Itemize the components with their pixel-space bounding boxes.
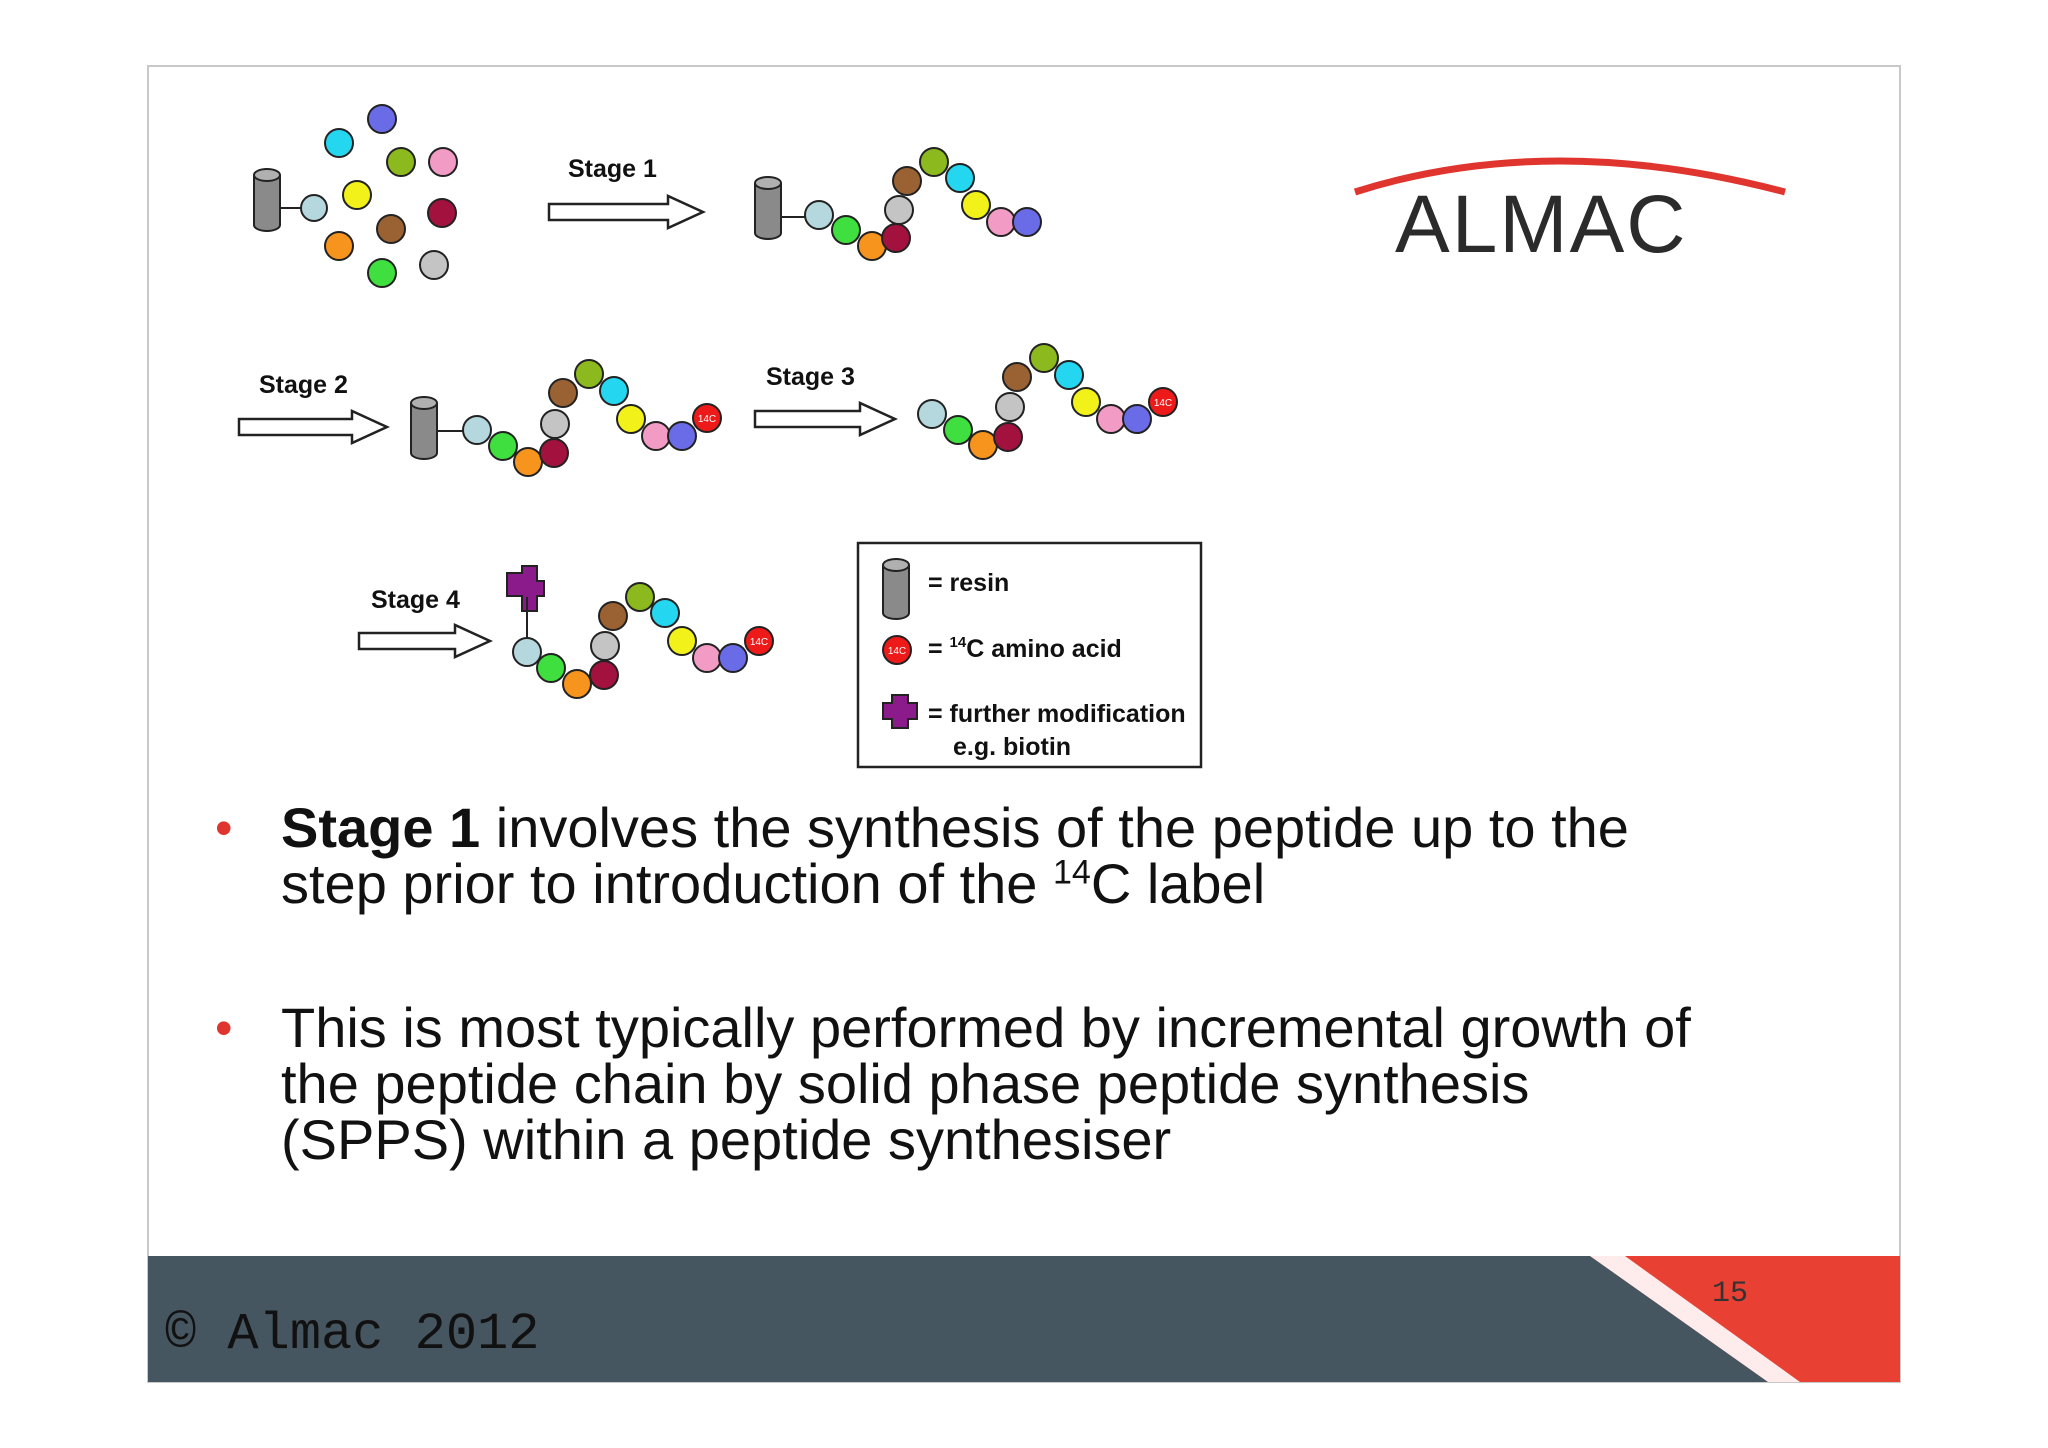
stage-2-arrow: Stage 2 [237,371,391,445]
bullet-2-line3: (SPPS) within a peptide synthesiser [281,1108,1172,1171]
stage-3-label: Stage 3 [766,363,855,391]
14c-label: 14C [888,646,906,657]
stage-1-arrow: Stage 1 [547,155,707,230]
14c-label: 14C [750,637,768,648]
stage-4-arrow: Stage 4 [357,586,494,659]
stage-1-chain [754,147,1042,261]
bullet-1-line1: Stage 1 involves the synthesis of the pe… [281,796,1629,859]
bullet-dot: • [215,800,233,856]
stage-1-label: Stage 1 [568,155,657,183]
stage-3-chain: 14C [917,343,1178,460]
legend-resin: = resin [928,569,1009,597]
stage-0-free-amino-acids [253,104,458,288]
stage-4-chain: 14C [506,565,774,699]
bullet-2-line1: This is most typically performed by incr… [281,996,1691,1059]
bullet-stage-1: • Stage 1 involves the synthesis of the … [215,800,1815,912]
footer-bar [148,1256,1900,1382]
copyright-text: © Almac 2012 [165,1305,540,1364]
legend: = resin 14C = 14C amino acid = further m… [856,541,1203,769]
legend-modification-line1: = further modification [928,700,1186,728]
legend-modification-line2: e.g. biotin [953,733,1071,761]
stage-2-label: Stage 2 [259,371,348,399]
stage-2-chain: 14C [410,359,722,477]
page-number: 15 [1712,1277,1749,1311]
bullet-dot: • [215,1000,233,1056]
stage-4-label: Stage 4 [371,586,460,614]
14c-label: 14C [1154,398,1172,409]
legend-amino-acid: = 14C amino acid [928,634,1122,663]
stage-3-arrow: Stage 3 [753,363,899,437]
bullet-1-line2: step prior to introduction of the 14C la… [281,852,1266,915]
bullet-list: • Stage 1 involves the synthesis of the … [215,800,1815,1256]
almac-logo: ALMAC [1353,157,1786,270]
logo-text: ALMAC [1395,179,1688,270]
bullet-spps: • This is most typically performed by in… [215,1000,1815,1168]
bullet-2-line2: the peptide chain by solid phase peptide… [281,1052,1530,1115]
14c-label: 14C [698,414,716,425]
